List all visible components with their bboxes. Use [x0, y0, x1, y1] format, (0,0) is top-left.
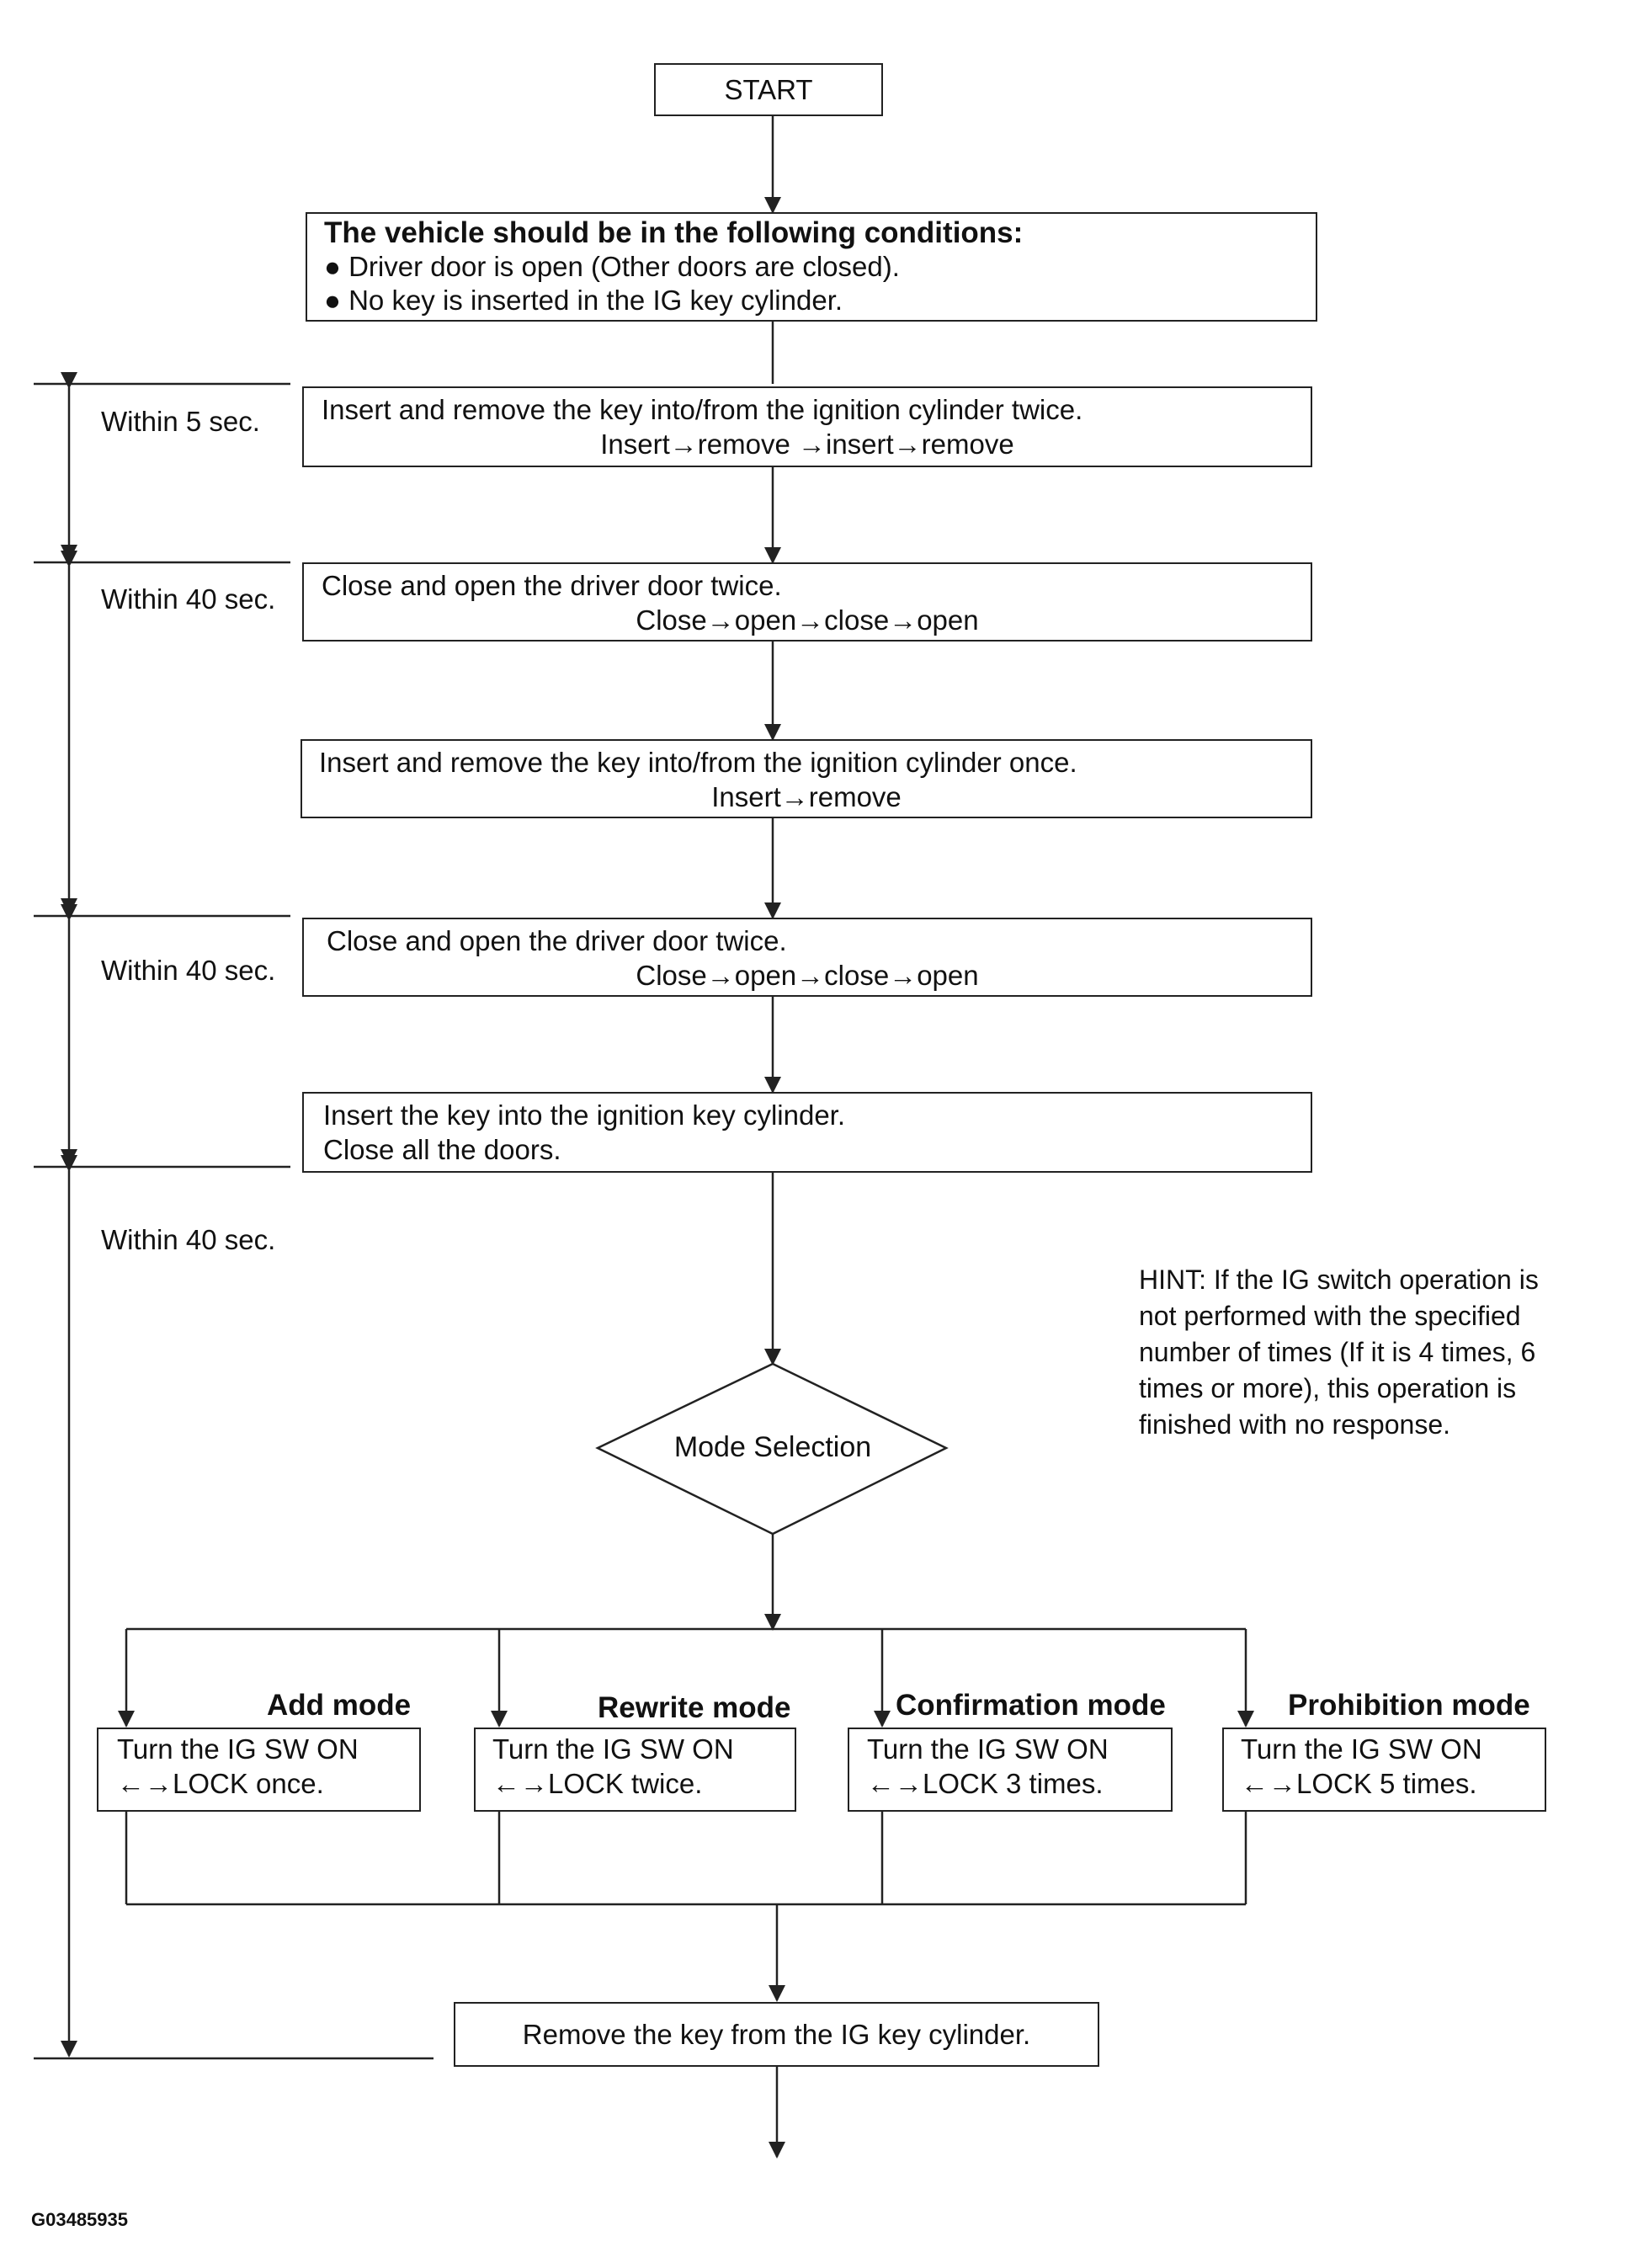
- condition-item-2: ● No key is inserted in the IG key cylin…: [324, 285, 843, 316]
- timer-label-1: Within 5 sec.: [101, 406, 260, 437]
- mode-confirmation-line-1: Turn the IG SW ON: [867, 1733, 1109, 1765]
- mode-add-line-2: ←→LOCK once.: [117, 1768, 324, 1799]
- figure-id: G03485935: [31, 2209, 128, 2230]
- mode-box-prohibition: Turn the IG SW ON ←→LOCK 5 times.: [1222, 1728, 1546, 1812]
- mode-title-add: Add mode: [267, 1689, 412, 1722]
- start-label: START: [724, 74, 813, 105]
- step-4-line-1: Close and open the driver door twice.: [327, 925, 787, 956]
- decision-label: Mode Selection: [673, 1431, 872, 1463]
- hint-line-1: HINT: If the IG switch operation is: [1139, 1264, 1539, 1295]
- mode-title-confirmation: Confirmation mode: [896, 1689, 1166, 1722]
- condition-item-1: ● Driver door is open (Other doors are c…: [324, 251, 900, 282]
- step-3-line-2: Insert→remove: [711, 781, 902, 812]
- step-1-line-2: Insert→remove →insert→remove: [600, 429, 1014, 460]
- conditions-box: The vehicle should be in the following c…: [306, 212, 1317, 322]
- step-2-line-1: Close and open the driver door twice.: [322, 570, 782, 601]
- step-box-1: Insert and remove the key into/from the …: [302, 386, 1312, 467]
- mode-box-add: Turn the IG SW ON ←→LOCK once.: [97, 1728, 421, 1812]
- decision-diamond: [595, 1362, 949, 1536]
- mode-box-confirmation: Turn the IG SW ON ←→LOCK 3 times.: [848, 1728, 1173, 1812]
- timer-label-3: Within 40 sec.: [101, 955, 276, 986]
- step-4-line-2: Close→open→close→open: [636, 960, 979, 991]
- step-box-3: Insert and remove the key into/from the …: [301, 739, 1312, 818]
- mode-prohibition-line-1: Turn the IG SW ON: [1241, 1733, 1482, 1765]
- hint-note: HINT: If the IG switch operation is not …: [1139, 1262, 1610, 1443]
- hint-line-5: finished with no response.: [1139, 1409, 1450, 1440]
- step-3-line-1: Insert and remove the key into/from the …: [319, 747, 1077, 778]
- step-1-line-1: Insert and remove the key into/from the …: [322, 394, 1083, 425]
- mode-box-rewrite: Turn the IG SW ON ←→LOCK twice.: [474, 1728, 796, 1812]
- mode-rewrite-line-2: ←→LOCK twice.: [492, 1768, 703, 1799]
- step-box-2: Close and open the driver door twice. Cl…: [302, 562, 1312, 642]
- final-label: Remove the key from the IG key cylinder.: [522, 2019, 1031, 2050]
- mode-confirmation-line-2: ←→LOCK 3 times.: [867, 1768, 1104, 1799]
- final-box: Remove the key from the IG key cylinder.: [454, 2002, 1099, 2067]
- conditions-heading: The vehicle should be in the following c…: [324, 216, 1024, 249]
- start-box: START: [654, 63, 883, 116]
- mode-prohibition-line-2: ←→LOCK 5 times.: [1241, 1768, 1477, 1799]
- step-5-line-2: Close all the doors.: [323, 1134, 561, 1165]
- timer-label-2: Within 40 sec.: [101, 583, 276, 615]
- hint-line-3: number of times (If it is 4 times, 6: [1139, 1337, 1536, 1367]
- mode-rewrite-line-1: Turn the IG SW ON: [492, 1733, 734, 1765]
- timer-label-4: Within 40 sec.: [101, 1224, 276, 1255]
- step-box-4: Close and open the driver door twice. Cl…: [302, 918, 1312, 997]
- hint-line-2: not performed with the specified: [1139, 1301, 1521, 1331]
- mode-title-rewrite: Rewrite mode: [598, 1691, 791, 1724]
- hint-line-4: times or more), this operation is: [1139, 1373, 1517, 1403]
- mode-add-line-1: Turn the IG SW ON: [117, 1733, 359, 1765]
- step-box-5: Insert the key into the ignition key cyl…: [302, 1092, 1312, 1173]
- mode-title-prohibition: Prohibition mode: [1288, 1689, 1530, 1722]
- step-2-line-2: Close→open→close→open: [636, 604, 979, 636]
- step-5-line-1: Insert the key into the ignition key cyl…: [323, 1099, 846, 1131]
